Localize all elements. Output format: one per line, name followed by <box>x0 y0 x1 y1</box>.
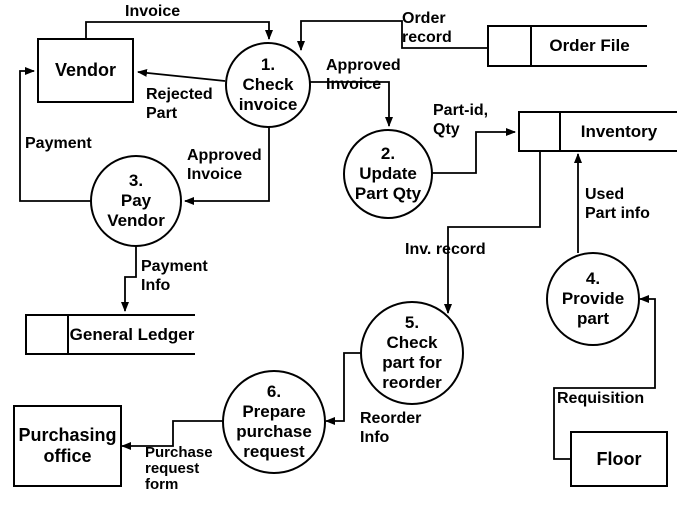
process-5-check-part-for-reorder: 5. Check part for reorder <box>360 301 464 405</box>
flow-label-approved-invoice-1: Approved Invoice <box>326 56 401 94</box>
entity-vendor-label: Vendor <box>54 60 116 80</box>
process-4-line1: Provide <box>561 289 625 308</box>
flow-line-invoice <box>85 21 273 40</box>
process-2-line1: Update <box>359 164 417 183</box>
datastore-general-ledger: General Ledger <box>25 314 195 355</box>
flow-label-reorder-info-line1: Reorder <box>360 410 422 427</box>
datastore-order-file-label: Order File <box>549 36 630 55</box>
process-4-number: 4. <box>585 269 601 288</box>
flow-line-payment-info <box>121 246 137 312</box>
process-5-line3: reorder <box>382 373 442 392</box>
flow-label-inv-record-text: Inv. record <box>405 241 486 258</box>
process-1-line2: invoice <box>238 95 298 114</box>
flow-line-inv-record <box>444 151 541 314</box>
flow-label-inv-record: Inv. record <box>405 240 486 259</box>
flow-label-approved-invoice-2: Approved Invoice <box>187 146 262 184</box>
process-6-number: 6. <box>266 382 282 401</box>
flow-label-used-part-info-line2: Part info <box>585 205 650 222</box>
datastore-general-ledger-label: General Ledger <box>69 324 195 344</box>
process-5-number: 5. <box>404 313 420 332</box>
flow-line-rejected-part <box>137 68 226 82</box>
entity-purchasing-office: Purchasing office <box>13 405 122 487</box>
datastore-inventory-label: Inventory <box>580 121 658 141</box>
entity-floor: Floor <box>570 431 668 487</box>
process-2-number: 2. <box>380 144 396 163</box>
flow-label-used-part-info-line1: Used <box>585 186 625 203</box>
flow-label-approved-invoice-2-line2: Invoice <box>187 166 243 183</box>
process-6-line2: purchase <box>236 422 312 441</box>
datastore-general-ledger-cell <box>27 316 69 353</box>
flow-label-invoice-text: Invoice <box>125 3 181 20</box>
flow-label-approved-invoice-1-line2: Invoice <box>326 76 382 93</box>
datastore-order-file: Order File <box>487 25 647 67</box>
flow-label-purchase-request-form-line1: Purchase <box>145 444 213 461</box>
process-6-line1: Prepare <box>242 402 306 421</box>
flow-label-payment-info-line1: Payment <box>141 258 208 275</box>
flow-label-purchase-request-form: Purchase request form <box>145 445 213 493</box>
flow-line-purchase-request-form <box>121 420 223 450</box>
process-6-line3: request <box>243 442 305 461</box>
process-1-check-invoice: 1. Check invoice <box>225 42 311 128</box>
flow-label-approved-invoice-1-line1: Approved <box>326 57 401 74</box>
flow-label-used-part-info: Used Part info <box>585 185 650 223</box>
entity-floor-label: Floor <box>596 448 642 469</box>
flow-line-reorder-info <box>325 352 361 425</box>
flow-label-rejected-part: Rejected Part <box>146 85 213 123</box>
flow-label-invoice: Invoice <box>125 2 180 21</box>
flow-label-part-id-qty-line2: Qty <box>433 121 460 138</box>
process-4-line2: part <box>576 309 610 328</box>
flow-label-purchase-request-form-line3: form <box>145 476 179 493</box>
process-1-number: 1. <box>260 55 276 74</box>
datastore-inventory: Inventory <box>518 111 677 152</box>
datastore-inventory-cell <box>520 113 561 150</box>
flow-line-order-record <box>297 20 487 51</box>
flow-label-payment-text: Payment <box>25 135 92 152</box>
entity-purchasing-office-line2: office <box>43 446 92 466</box>
flow-label-part-id-qty: Part-id, Qty <box>433 101 488 139</box>
process-3-line2: Vendor <box>107 211 165 230</box>
process-5-line2: part for <box>382 353 442 372</box>
flow-label-order-record: Order record <box>402 9 452 47</box>
process-3-number: 3. <box>128 171 144 190</box>
process-3-line1: Pay <box>120 191 152 210</box>
datastore-order-file-cell <box>489 27 532 65</box>
flow-label-part-id-qty-line1: Part-id, <box>433 102 489 119</box>
flow-label-reorder-info: Reorder Info <box>360 409 421 447</box>
flow-label-rejected-part-line1: Rejected <box>146 86 213 103</box>
process-6-prepare-purchase-request: 6. Prepare purchase request <box>222 370 326 474</box>
entity-purchasing-office-line1: Purchasing <box>18 425 117 445</box>
flow-label-rejected-part-line2: Part <box>146 105 178 122</box>
process-2-line2: Part Qty <box>354 184 422 203</box>
flow-label-approved-invoice-2-line1: Approved <box>187 147 262 164</box>
flow-label-order-record-line1: Order <box>402 10 446 27</box>
process-1-line1: Check <box>242 75 294 94</box>
flow-label-requisition: Requisition <box>557 389 644 408</box>
flow-label-reorder-info-line2: Info <box>360 429 390 446</box>
process-4-provide-part: 4. Provide part <box>546 252 640 346</box>
flow-label-payment: Payment <box>25 134 92 153</box>
process-5-line1: Check <box>386 333 438 352</box>
flow-label-order-record-line2: record <box>402 29 452 46</box>
process-2-update-part-qty: 2. Update Part Qty <box>343 129 433 219</box>
process-3-pay-vendor: 3. Pay Vendor <box>90 155 182 247</box>
entity-vendor: Vendor <box>37 38 134 103</box>
flow-label-requisition-text: Requisition <box>557 390 645 407</box>
flow-label-purchase-request-form-line2: request <box>145 460 200 477</box>
flow-label-payment-info: Payment Info <box>141 257 208 295</box>
flow-label-payment-info-line2: Info <box>141 277 171 294</box>
